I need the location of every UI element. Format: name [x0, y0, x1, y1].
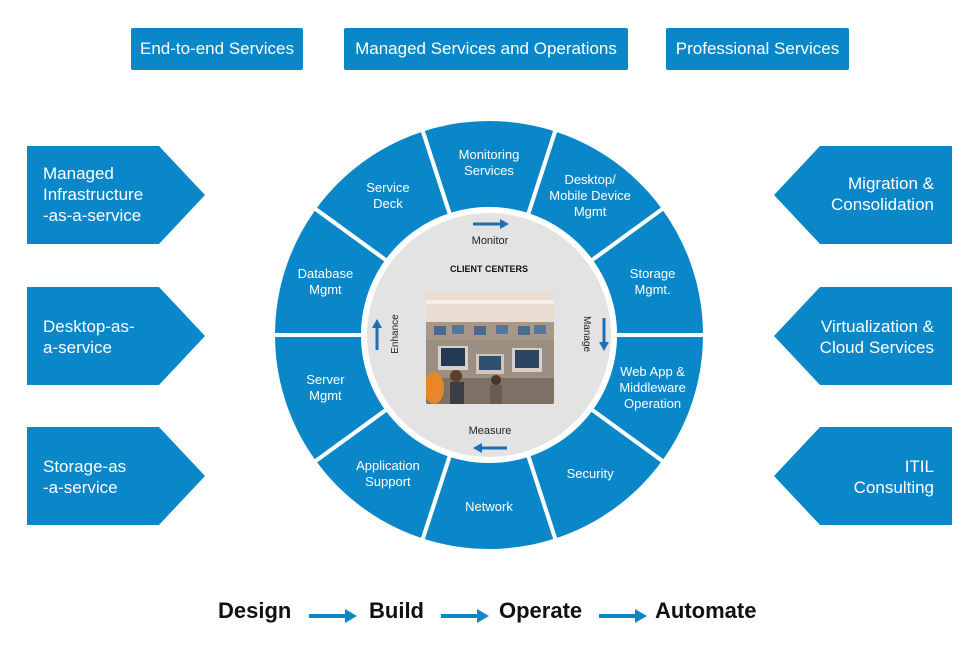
left-pointing-arrow-shape: [774, 287, 952, 385]
lifecycle-step-build: Build: [369, 598, 424, 623]
measure-label: Measure: [469, 425, 512, 437]
right-offering-label: Virtualization & Cloud Services: [819, 317, 934, 357]
right-offering-label: Migration & Consolidation: [830, 174, 934, 214]
wheel-segment-label: Network: [465, 499, 513, 514]
lifecycle-step-automate: Automate: [655, 598, 757, 623]
top-service-label: Professional Services: [675, 39, 840, 58]
top-service-label: End-to-end Services: [139, 39, 295, 58]
left-offering-label: Storage-as -a-service: [43, 457, 127, 497]
right-arrow-icon: [441, 609, 489, 623]
right-arrow-icon: [599, 609, 647, 623]
left-arrow-icon: [473, 443, 507, 453]
top-service-end-to-end: End-to-end Services: [131, 28, 303, 70]
left-offering-storage: Storage-as -a-service: [27, 427, 205, 525]
enhance-label: Enhance: [390, 314, 401, 354]
top-service-managed: Managed Services and Operations: [344, 28, 628, 70]
client-centers-title: CLIENT CENTERS: [450, 264, 528, 274]
lifecycle-step-operate: Operate: [499, 598, 583, 623]
down-arrow-icon: [599, 318, 609, 351]
right-offering-virtualization: Virtualization & Cloud Services: [774, 287, 952, 385]
top-service-professional: Professional Services: [666, 28, 849, 70]
top-service-label: Managed Services and Operations: [355, 39, 617, 58]
left-offering-label: Desktop-as- a-service: [43, 317, 135, 357]
lifecycle-flow: Design Build Operate Automate: [0, 598, 978, 630]
left-pointing-arrow-shape: [774, 146, 952, 244]
monitor-label: Monitor: [472, 235, 509, 247]
right-offering-label: ITIL Consulting: [853, 457, 934, 497]
right-pointing-arrow-shape: [27, 146, 205, 244]
left-offering-label: Managed Infrastructure -as-a-service: [43, 164, 144, 225]
manage-label: Manage: [581, 316, 592, 353]
lifecycle-step-design: Design: [218, 598, 292, 623]
right-arrow-icon: [309, 609, 357, 623]
up-arrow-icon: [372, 319, 382, 350]
left-offering-desktop: Desktop-as- a-service: [27, 287, 205, 385]
right-arrow-icon: [473, 219, 509, 229]
right-pointing-arrow-shape: [27, 427, 205, 525]
right-pointing-arrow-shape: [27, 287, 205, 385]
wheel-segment-label: Security: [567, 466, 614, 481]
right-offering-migration: Migration & Consolidation: [774, 146, 952, 244]
right-offering-itil: ITIL Consulting: [774, 427, 952, 525]
left-pointing-arrow-shape: [774, 427, 952, 525]
client-center-photo: [426, 292, 554, 404]
left-offering-managed-infrastructure: Managed Infrastructure -as-a-service: [27, 146, 205, 244]
